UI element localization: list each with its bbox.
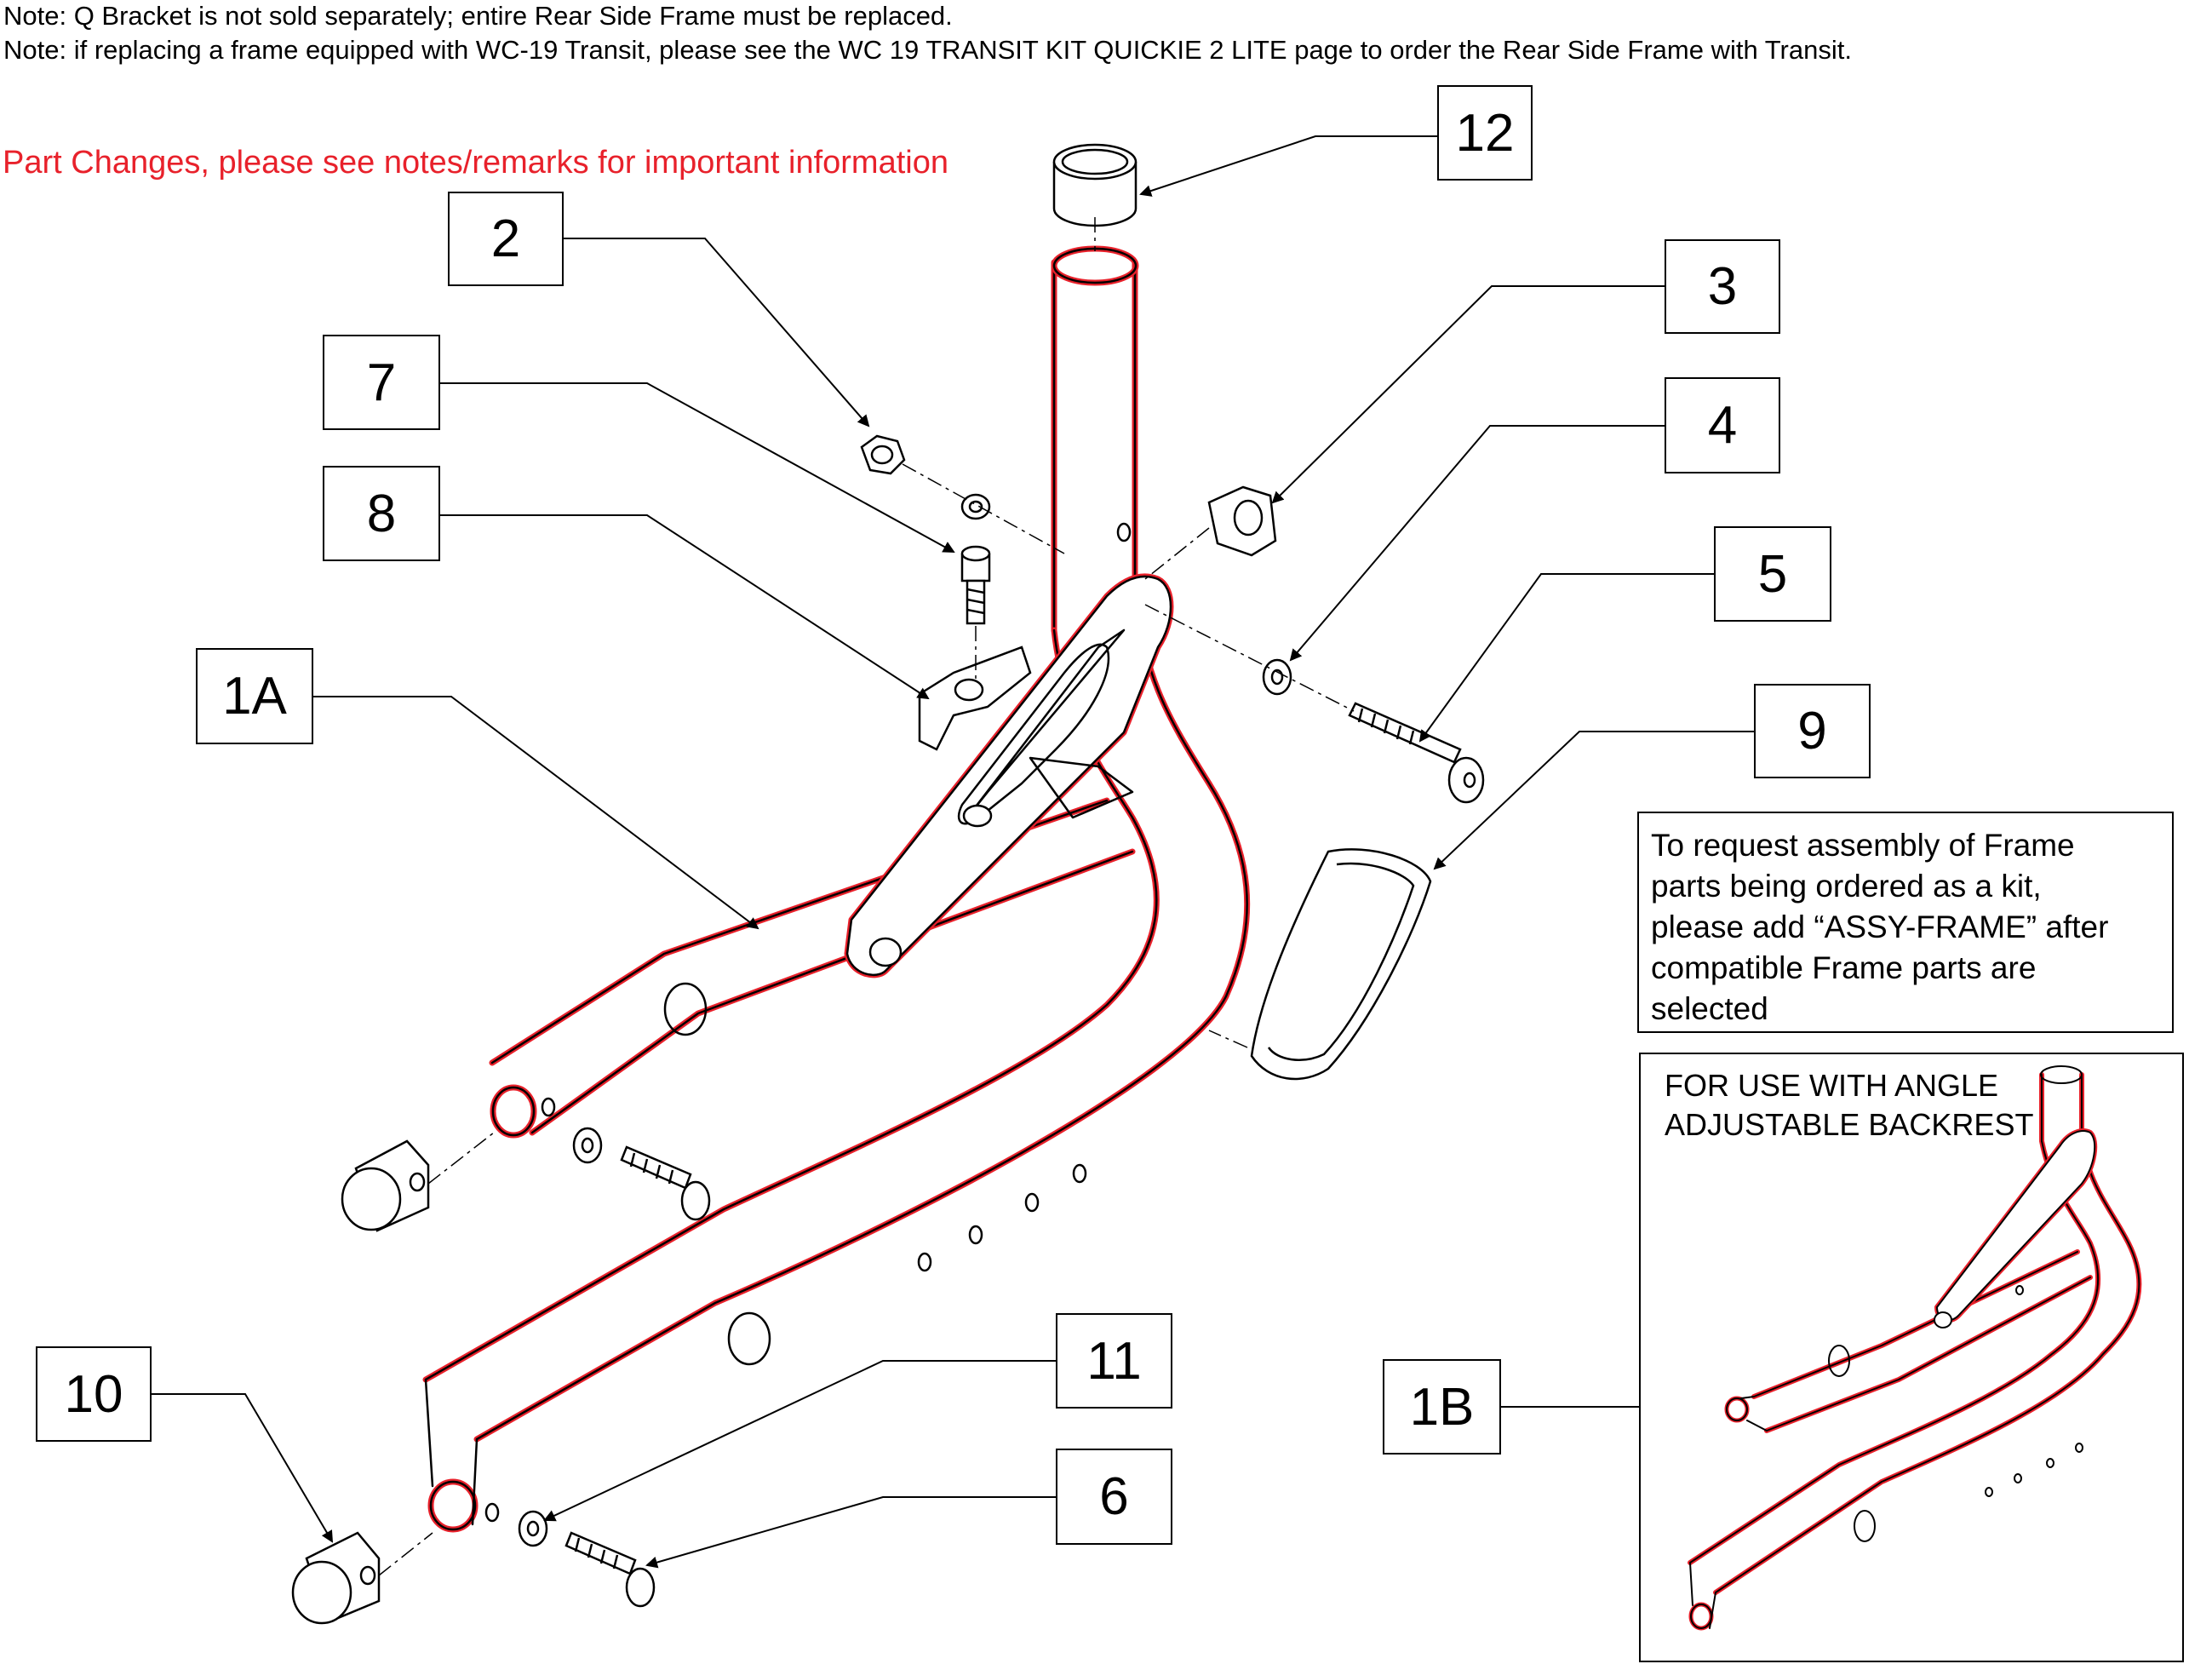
assembly-request-note: To request assembly of Frame parts being… xyxy=(1637,812,2174,1033)
callout-6: 6 xyxy=(1056,1449,1172,1545)
washer-upper-tube xyxy=(572,1127,603,1164)
callout-8: 8 xyxy=(323,466,440,561)
washer-lower xyxy=(518,1510,548,1547)
part-changes-warning: Part Changes, please see notes/remarks f… xyxy=(3,145,948,181)
top-tube-cap xyxy=(1052,143,1138,227)
end-plug-upper xyxy=(341,1139,430,1232)
end-plug-lower xyxy=(291,1531,381,1625)
callout-4: 4 xyxy=(1665,377,1780,473)
callout-9: 9 xyxy=(1754,684,1871,778)
callout-7: 7 xyxy=(323,335,440,430)
callout-10: 10 xyxy=(36,1346,152,1442)
button-head-screw-upper xyxy=(620,1145,711,1221)
clothing-guard-pad xyxy=(1250,848,1432,1081)
socket-head-screw xyxy=(960,545,991,625)
callout-3: 3 xyxy=(1665,239,1780,334)
note-wc19-transit: Note: if replacing a frame equipped with… xyxy=(3,35,1852,65)
callout-11: 11 xyxy=(1056,1313,1172,1409)
rear-side-frame xyxy=(422,245,1251,1533)
callout-5: 5 xyxy=(1714,526,1831,622)
leader-lines xyxy=(152,135,1754,1569)
q-bracket xyxy=(844,573,1174,978)
washer-upper xyxy=(960,493,991,520)
spacer xyxy=(1207,485,1277,557)
note-q-bracket: Note: Q Bracket is not sold separately; … xyxy=(3,1,953,31)
assembly-axes xyxy=(378,217,1355,1576)
callout-2: 2 xyxy=(448,192,564,286)
callout-1a: 1A xyxy=(196,648,313,744)
lock-nut xyxy=(860,434,906,475)
inset-1b-label: FOR USE WITH ANGLE ADJUSTABLE BACKREST xyxy=(1665,1068,2034,1142)
inset-1b-box: FOR USE WITH ANGLE ADJUSTABLE BACKREST xyxy=(1639,1053,2184,1662)
callout-1b: 1B xyxy=(1383,1359,1501,1455)
button-head-screw-lower xyxy=(564,1531,656,1608)
callout-12: 12 xyxy=(1437,85,1533,181)
inset-frame-1b xyxy=(1688,1065,2142,1631)
pivot-bolt xyxy=(1348,702,1485,804)
